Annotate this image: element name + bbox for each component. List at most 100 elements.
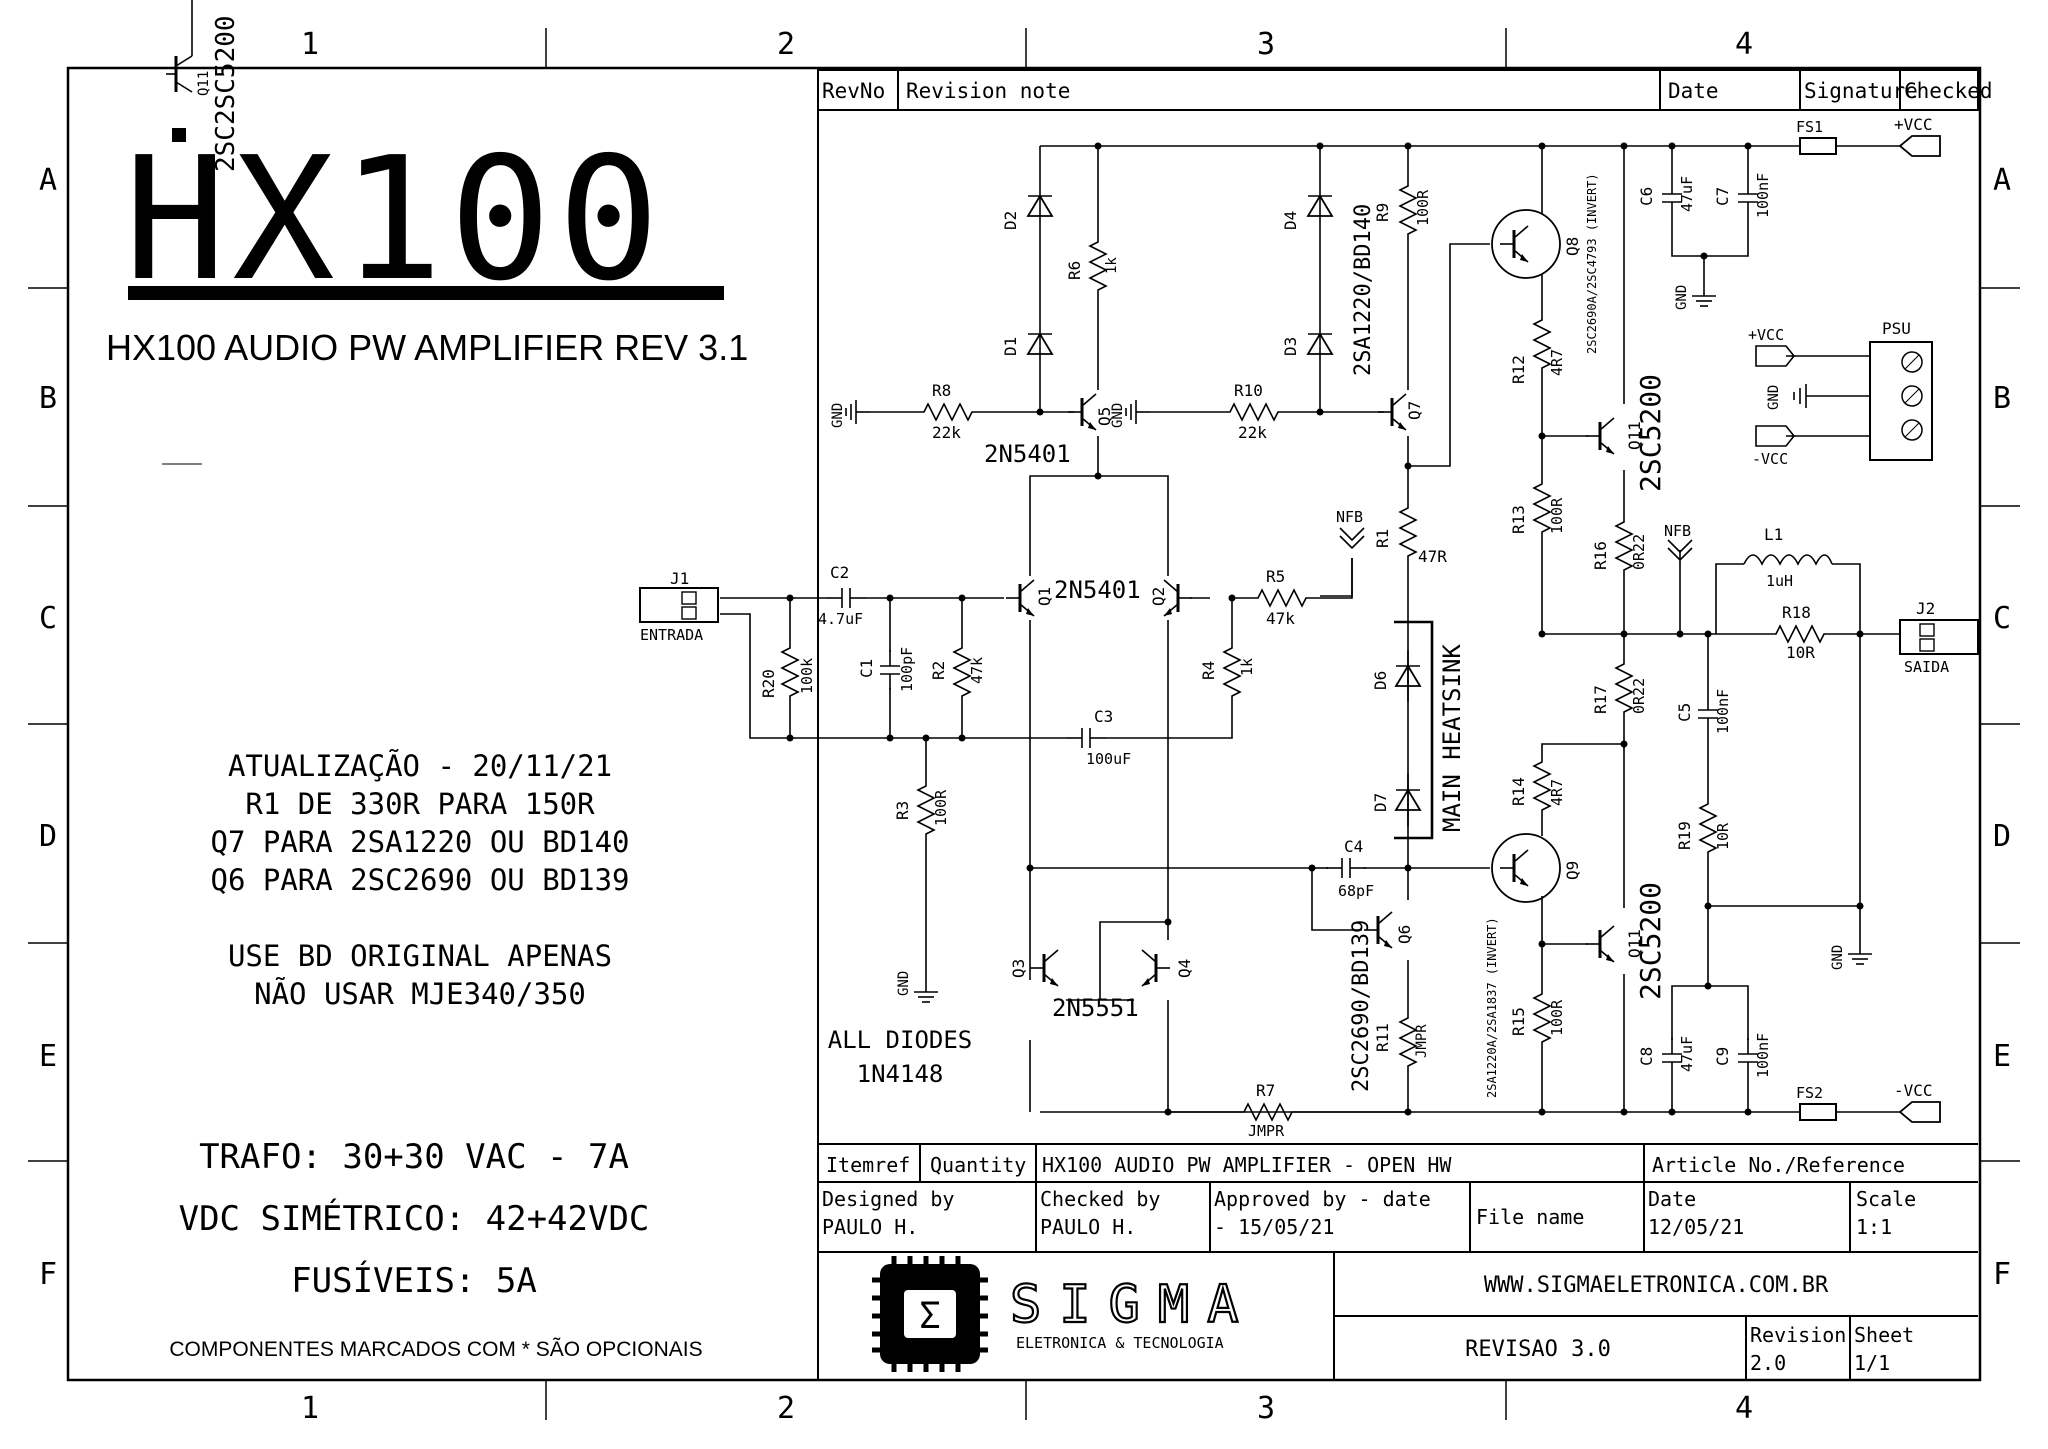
- junctions: [786, 142, 1864, 1116]
- border-ticks: [28, 28, 2020, 1420]
- label-d1: D1: [1001, 337, 1020, 356]
- label-r13: R13: [1509, 505, 1528, 534]
- psu-label: PSU: [1882, 319, 1911, 338]
- tb-revision-value: 2.0: [1750, 1351, 1786, 1375]
- value-r2: 47k: [968, 657, 986, 684]
- psu-gnd: GND: [1766, 385, 1782, 410]
- connector-j2: J2 SAIDA: [1899, 599, 1979, 676]
- label-q5: Q5: [1095, 407, 1114, 426]
- part-q34: 2N5551: [1052, 994, 1139, 1022]
- supply-notes: TRAFO: 30+30 VAC - 7A VDC SIMÉTRICO: 42+…: [179, 1137, 650, 1301]
- row-label-right-E: E: [1993, 1039, 2011, 1074]
- label-c5: C5: [1675, 703, 1694, 722]
- label-c9: C9: [1713, 1047, 1732, 1066]
- label-c3: C3: [1094, 707, 1113, 726]
- label-q4: Q4: [1175, 959, 1194, 978]
- label-r20: R20: [759, 669, 778, 698]
- row-label-right-C: C: [1993, 601, 2011, 636]
- value-c2: 4.7uF: [818, 610, 863, 628]
- diode-d3: [1307, 317, 1333, 371]
- value-r8: 22k: [932, 423, 961, 442]
- gnd-label-2: GND: [1110, 403, 1126, 428]
- part-q10: 2SC5200: [1634, 374, 1667, 492]
- tb-quantity: Quantity: [930, 1153, 1026, 1177]
- psu-vcc-neg: -VCC: [1752, 450, 1788, 468]
- label-r10: R10: [1234, 381, 1263, 400]
- note-optional: COMPONENTES MARCADOS COM * SÃO OPCIONAIS: [169, 1337, 702, 1361]
- note-update-0: ATUALIZAÇÃO - 20/11/21: [228, 749, 612, 783]
- sigma-subtitle: ELETRONICA & TECNOLOGIA: [1016, 1334, 1224, 1352]
- revision-table: RevNo Revision note Date Signature Check…: [817, 69, 1993, 111]
- label-r14: R14: [1509, 777, 1528, 806]
- rev-col-note: Revision note: [906, 79, 1070, 103]
- row-label-left-A: A: [39, 163, 57, 198]
- value-r9: 100R: [1414, 189, 1432, 226]
- connector-j1: J1 ENTRADA: [639, 569, 719, 644]
- value-c7: 100nF: [1754, 173, 1772, 218]
- value-r19: 10R: [1714, 822, 1732, 850]
- gnd-label-5: GND: [1830, 945, 1846, 970]
- gnd-label-4: GND: [1674, 285, 1690, 310]
- col-label-bottom-2: 2: [777, 1391, 795, 1426]
- note-bd-1: NÃO USAR MJE340/350: [254, 977, 586, 1011]
- note-update-1: R1 DE 330R PARA 150R: [245, 787, 595, 821]
- tb-scale-value: 1:1: [1856, 1215, 1892, 1239]
- row-label-right-B: B: [1993, 381, 2011, 416]
- gnd-label-3: GND: [896, 971, 912, 996]
- fs2-label: FS2: [1796, 1084, 1823, 1102]
- value-r16: 0R22: [1630, 534, 1648, 570]
- tb-scale-label: Scale: [1856, 1187, 1916, 1211]
- value-r7: JMPR: [1248, 1122, 1285, 1140]
- value-r15: 100R: [1548, 999, 1566, 1036]
- transistor-q9-body: [1491, 833, 1561, 903]
- label-r17: R17: [1591, 685, 1610, 714]
- label-d6: D6: [1371, 671, 1390, 690]
- col-label-top-2: 2: [777, 27, 795, 62]
- j2-label: J2: [1916, 599, 1935, 618]
- note-bd-0: USE BD ORIGINAL APENAS: [228, 939, 612, 973]
- row-label-left-D: D: [39, 819, 57, 854]
- sigma-glyph: Σ: [919, 1296, 941, 1337]
- value-r4: 1k: [1238, 658, 1256, 676]
- note-update-3: Q6 PARA 2SC2690 OU BD139: [210, 863, 629, 897]
- diodes-note-1: ALL DIODES: [828, 1026, 973, 1054]
- tb-revisao: REVISAO 3.0: [1465, 1337, 1611, 1362]
- nfb-marker-1: NFB: [1336, 508, 1365, 550]
- row-label-left-E: E: [39, 1039, 57, 1074]
- sigma-logo: Σ SIGMA ELETRONICA & TECNOLOGIA: [872, 1256, 1240, 1372]
- label-r9: R9: [1373, 203, 1392, 222]
- label-c2: C2: [830, 563, 849, 582]
- col-label-top-4: 4: [1735, 27, 1753, 62]
- part-q12: 2N5401: [1054, 576, 1141, 604]
- tb-checked-label: Checked by: [1040, 1187, 1160, 1211]
- vcc-pos-tag: [1898, 135, 1941, 157]
- label-q1: Q1: [1035, 587, 1054, 606]
- label-q7: Q7: [1405, 401, 1424, 420]
- tb-designed-value: PAULO H.: [822, 1215, 918, 1239]
- heatsink-bracket: [1394, 620, 1434, 840]
- tb-approved-label: Approved by - date: [1214, 1187, 1431, 1211]
- tb-itemref: Itemref: [826, 1153, 910, 1177]
- rev-col-checked: Checked: [1904, 79, 1993, 103]
- tb-approved-value: - 15/05/21: [1214, 1215, 1334, 1239]
- tb-article-no: Article No./Reference: [1652, 1153, 1905, 1177]
- stray-part: 2SC2SC5200: [211, 15, 241, 172]
- tb-website: WWW.SIGMAELETRONICA.COM.BR: [1484, 1273, 1829, 1298]
- value-r10: 22k: [1238, 423, 1267, 442]
- label-c1: C1: [857, 659, 876, 678]
- value-r3: 100R: [932, 789, 950, 826]
- tb-sheet-label: Sheet: [1854, 1323, 1914, 1347]
- label-r16: R16: [1591, 541, 1610, 570]
- rev-col-date: Date: [1668, 79, 1719, 103]
- label-r3: R3: [893, 801, 912, 820]
- value-r14: 4R7: [1548, 779, 1566, 806]
- part-q7: 2SA1220/BD140: [1351, 204, 1376, 376]
- note-supply-1: VDC SIMÉTRICO: 42+42VDC: [179, 1198, 650, 1239]
- label-c8: C8: [1637, 1047, 1656, 1066]
- j2-value: SAIDA: [1904, 658, 1949, 676]
- transistor-q8-body: [1491, 209, 1561, 279]
- value-r6: 1k: [1104, 257, 1120, 274]
- label-c4: C4: [1344, 837, 1363, 856]
- label-c6: C6: [1637, 187, 1656, 206]
- psu-vcc-pos: +VCC: [1748, 326, 1784, 344]
